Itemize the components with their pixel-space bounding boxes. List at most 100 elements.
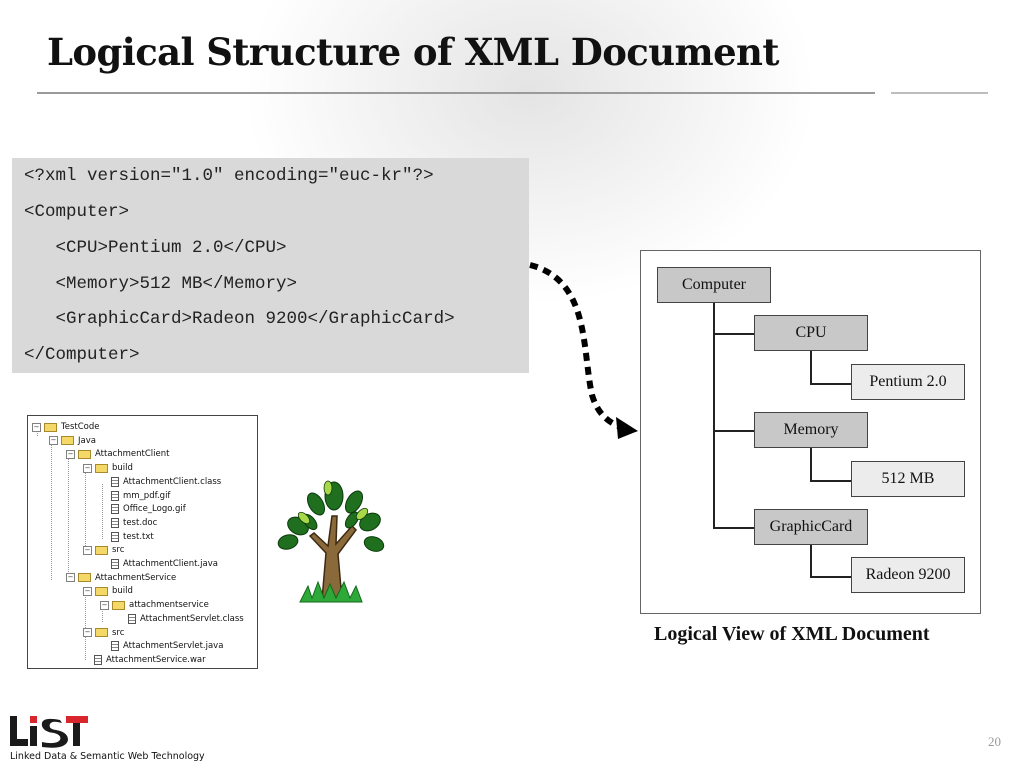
tree-leaf-line [810,576,851,578]
file-icon [111,531,119,542]
file-tree-label: TestCode [61,422,100,432]
file-tree-file-row[interactable]: AttachmentServlet.class [117,612,244,626]
node-graphiccard: GraphicCard [754,509,868,545]
file-tree-label: mm_pdf.gif [123,490,171,501]
tree-guide-line [102,608,103,622]
tree-leaf-line [810,448,812,480]
tree-guide-line [51,442,52,580]
file-icon [111,476,119,487]
folder-icon [95,628,108,637]
collapse-toggle-icon[interactable]: − [100,600,109,610]
tree-guide-line [85,470,86,552]
collapse-toggle-icon[interactable]: − [83,545,92,555]
file-tree-file-row[interactable]: AttachmentClient.java [100,557,218,571]
tree-guide-line [68,456,69,580]
collapse-toggle-icon[interactable]: − [32,422,41,432]
code-line: <GraphicCard>Radeon 9200</GraphicCard> [24,309,455,329]
file-icon [111,490,119,501]
file-icon [111,504,119,515]
tree-branch-line [713,430,754,432]
tree-leaf-line [810,480,851,482]
file-tree-label: test.doc [123,517,158,528]
title-underline-accent [891,92,988,94]
tree-guide-line [102,484,103,539]
code-line: <Memory>512 MB</Memory> [24,274,298,294]
tree-guide-line [85,594,86,660]
tree-branch-line [713,527,754,529]
title-underline [37,92,875,94]
logical-view-panel: Computer CPU Pentium 2.0 Memory 512 MB G… [640,250,981,614]
code-line: <Computer> [24,202,130,222]
folder-icon [78,449,91,459]
file-tree-folder-row[interactable]: − Java [49,434,96,448]
folder-icon [61,436,74,446]
dotted-arrow-icon [529,262,638,439]
footer-text: Linked Data & Semantic Web Technology [10,751,205,762]
file-tree-folder-row[interactable]: − AttachmentService [66,571,176,585]
file-tree-label: AttachmentClient [95,449,170,460]
folder-icon [95,463,108,473]
tree-illustration-icon [277,480,385,603]
file-tree-label: AttachmentServlet.class [140,613,244,624]
file-tree-folder-row[interactable]: − TestCode [32,420,100,434]
xml-code-box: <?xml version="1.0" encoding="euc-kr"?> … [12,158,529,373]
slide-title: Logical Structure of XML Document [47,30,779,74]
file-tree-label: Office_Logo.gif [123,504,186,515]
file-tree-label: AttachmentClient.class [123,476,222,487]
page-number: 20 [988,734,1001,749]
file-tree-file-row[interactable]: test.txt [100,530,154,544]
file-icon [111,517,119,528]
logical-view-caption: Logical View of XML Document [654,623,930,645]
file-icon [94,654,102,665]
file-tree-folder-row[interactable]: − src [83,626,124,640]
file-tree-folder-row[interactable]: − build [83,584,133,598]
tree-trunk-line [713,303,715,527]
file-tree-label: Java [78,435,96,446]
file-tree-folder-row[interactable]: − build [83,461,133,475]
collapse-toggle-icon[interactable]: − [83,586,92,596]
file-tree-file-row[interactable]: AttachmentClient.class [100,475,221,489]
collapse-toggle-icon[interactable]: − [66,573,75,583]
collapse-toggle-icon[interactable]: − [49,436,58,446]
file-tree-file-row[interactable]: AttachmentServlet.java [100,639,223,653]
code-line: <CPU>Pentium 2.0</CPU> [24,238,287,258]
file-icon [111,559,119,569]
file-tree-file-row[interactable]: AttachmentService.war [83,653,206,667]
file-tree-label: attachmentservice [129,600,209,611]
file-tree-label: src [112,545,125,556]
file-tree-label: AttachmentService [95,572,177,583]
collapse-toggle-icon[interactable]: − [83,463,92,473]
file-icon [111,641,119,652]
folder-icon [95,586,108,596]
folder-icon [95,545,108,555]
file-tree-label: build [112,463,133,474]
file-tree-label: AttachmentClient.java [123,559,218,569]
folder-icon [44,422,57,432]
file-tree-file-row[interactable]: mm_pdf.gif [100,489,170,503]
file-tree-file-row[interactable]: Office_Logo.gif [100,502,186,516]
collapse-toggle-icon[interactable]: − [83,628,92,637]
file-tree-label: src [112,627,125,638]
file-tree-label: build [112,586,133,597]
list-logo-icon [10,716,88,748]
file-tree-folder-row[interactable]: − AttachmentClient [66,447,169,461]
collapse-toggle-icon[interactable]: − [66,449,75,459]
file-tree-folder-row[interactable]: − src [83,543,124,557]
file-tree-label: AttachmentServlet.java [123,641,224,652]
tree-leaf-line [810,383,851,385]
node-memory-value: 512 MB [851,461,965,497]
code-line: </Computer> [24,345,140,365]
node-computer: Computer [657,267,771,303]
file-tree-folder-row[interactable]: − attachmentservice [100,598,209,612]
file-tree-label: AttachmentService.war [106,654,206,665]
node-graphiccard-value: Radeon 9200 [851,557,965,593]
code-line: <?xml version="1.0" encoding="euc-kr"?> [24,166,434,186]
node-cpu: CPU [754,315,868,351]
node-memory: Memory [754,412,868,448]
node-cpu-value: Pentium 2.0 [851,364,965,400]
tree-leaf-line [810,545,812,576]
file-tree-label: test.txt [123,531,154,542]
tree-leaf-line [810,351,812,383]
file-tree-file-row[interactable]: test.doc [100,516,157,530]
